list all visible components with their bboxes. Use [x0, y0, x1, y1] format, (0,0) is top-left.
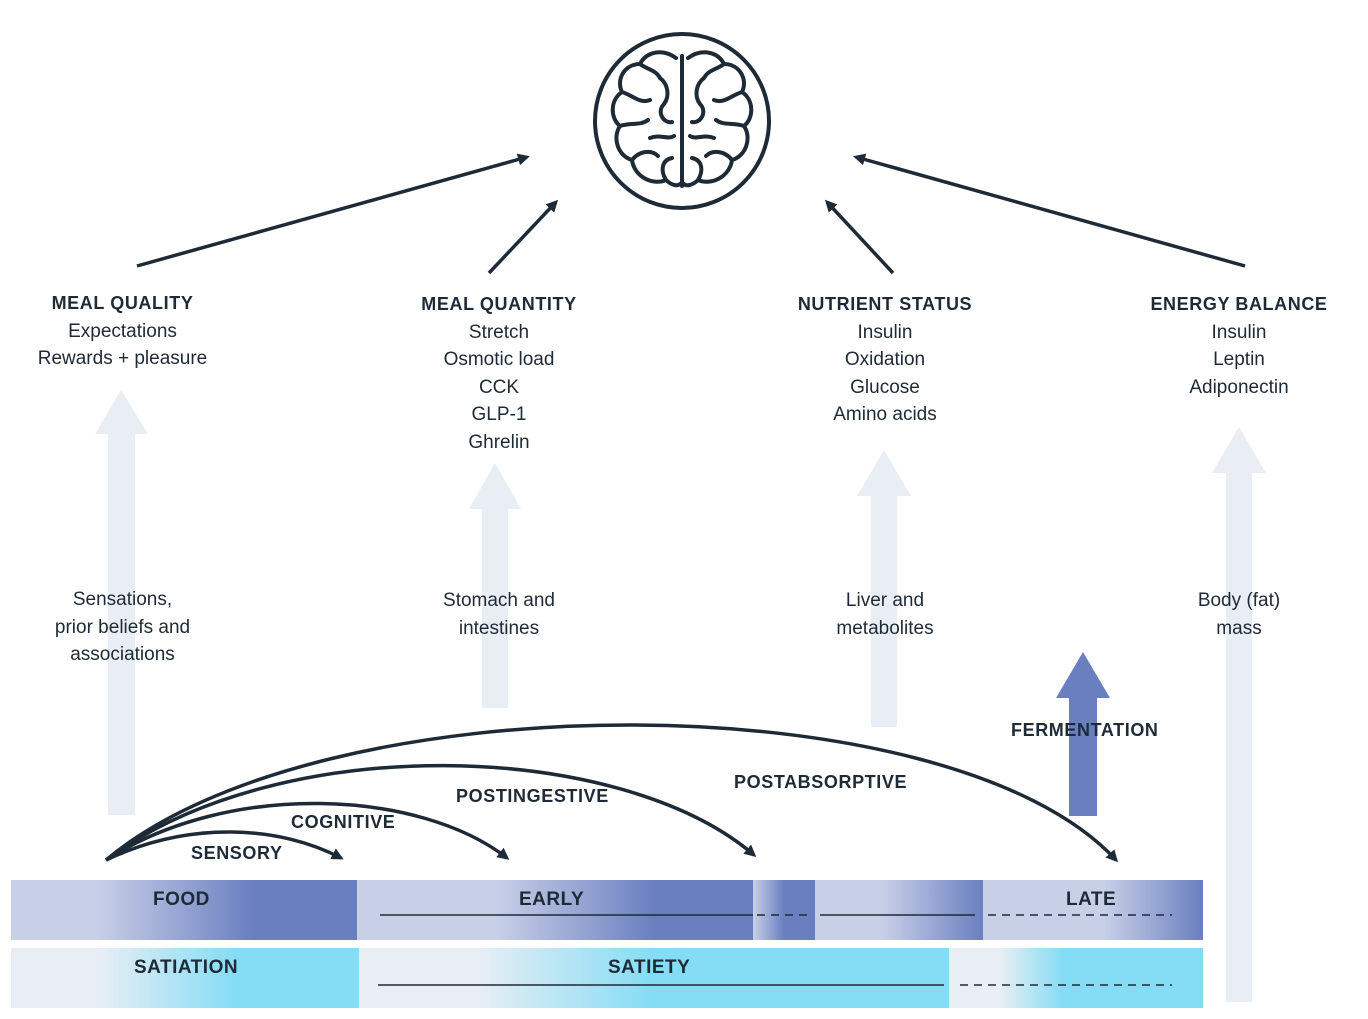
nutrient-status-source: Liver and metabolites — [780, 587, 990, 642]
phase-label-postabsorptive: POSTABSORPTIVE — [734, 772, 908, 792]
meal-quantity-item: Ghrelin — [468, 431, 530, 453]
source-line: associations — [70, 644, 175, 665]
meal-quality-block: MEAL QUALITY Expectations Rewards + plea… — [20, 290, 225, 373]
nutrient-status-item: Oxidation — [844, 349, 926, 370]
arrow-nutrient-status-to-brain — [824, 199, 895, 275]
arc-sensory — [105, 830, 344, 862]
energy-balance-block: ENERGY BALANCE Insulin Leptin Adiponecti… — [1135, 291, 1343, 401]
pale-arrow-energy-balance — [1212, 427, 1266, 1002]
pale-arrow-meal-quality — [95, 390, 148, 815]
meal-quantity-block: MEAL QUANTITY Stretch Osmotic load CCK G… — [400, 291, 598, 456]
fermentation-arrow — [1056, 652, 1110, 816]
nutrient-status-item: Amino acids — [833, 404, 937, 425]
arc-cognitive — [105, 801, 510, 862]
phase-label-postingestive: POSTINGESTIVE — [456, 786, 609, 806]
source-line: intestines — [458, 617, 540, 639]
meal-quality-heading: MEAL QUALITY — [51, 293, 194, 313]
meal-quality-source: Sensations, prior beliefs and associatio… — [20, 586, 225, 669]
arrow-meal-quality-to-brain — [136, 153, 530, 268]
pale-arrow-nutrient-status — [857, 450, 911, 727]
meal-quantity-item: Stretch — [468, 321, 530, 343]
bar-label-satiety: SATIETY — [608, 957, 691, 978]
timeline-bar — [11, 880, 1203, 940]
meal-quantity-heading: MEAL QUANTITY — [421, 294, 577, 314]
source-line: Sensations, — [72, 589, 173, 610]
meal-quality-item: Rewards + pleasure — [37, 348, 208, 369]
bar-label-early: EARLY — [519, 889, 585, 910]
arrow-energy-balance-to-brain — [853, 153, 1246, 268]
source-line: Liver and — [845, 590, 925, 611]
nutrient-status-item: Glucose — [850, 376, 920, 398]
satiety-bar — [11, 948, 1203, 1008]
arrow-meal-quantity-to-brain — [487, 199, 559, 275]
energy-balance-item: Insulin — [1211, 321, 1267, 343]
arc-postabsorptive — [104, 723, 1119, 863]
bar-label-satiation: SATIATION — [134, 957, 239, 978]
source-line: prior beliefs and — [54, 616, 191, 638]
phase-label-cognitive: COGNITIVE — [291, 812, 396, 832]
energy-balance-heading: ENERGY BALANCE — [1150, 294, 1328, 314]
phase-label-sensory: SENSORY — [191, 843, 283, 863]
source-line: Body (fat) — [1197, 590, 1281, 611]
nutrient-status-item: Insulin — [857, 321, 913, 343]
bar-label-food: FOOD — [153, 889, 210, 910]
brain-icon — [593, 32, 771, 210]
meal-quantity-item: CCK — [478, 376, 520, 398]
meal-quantity-source: Stomach and intestines — [400, 587, 598, 642]
nutrient-status-block: NUTRIENT STATUS Insulin Oxidation Glucos… — [780, 291, 990, 429]
energy-balance-source: Body (fat) mass — [1135, 587, 1343, 642]
meal-quantity-item: Osmotic load — [443, 349, 555, 370]
energy-balance-item: Leptin — [1213, 349, 1265, 370]
nutrient-status-heading: NUTRIENT STATUS — [797, 294, 973, 314]
source-line: metabolites — [836, 617, 934, 639]
meal-quality-item: Expectations — [68, 320, 177, 342]
source-line: Stomach and — [443, 590, 555, 611]
phase-label-fermentation: FERMENTATION — [1011, 720, 1159, 740]
pale-arrow-meal-quantity — [469, 463, 521, 708]
energy-balance-item: Adiponectin — [1189, 376, 1289, 398]
arc-postingestive — [104, 763, 757, 862]
source-line: mass — [1216, 617, 1262, 639]
bar-label-late: LATE — [1066, 889, 1117, 910]
meal-quantity-item: GLP-1 — [471, 404, 527, 425]
